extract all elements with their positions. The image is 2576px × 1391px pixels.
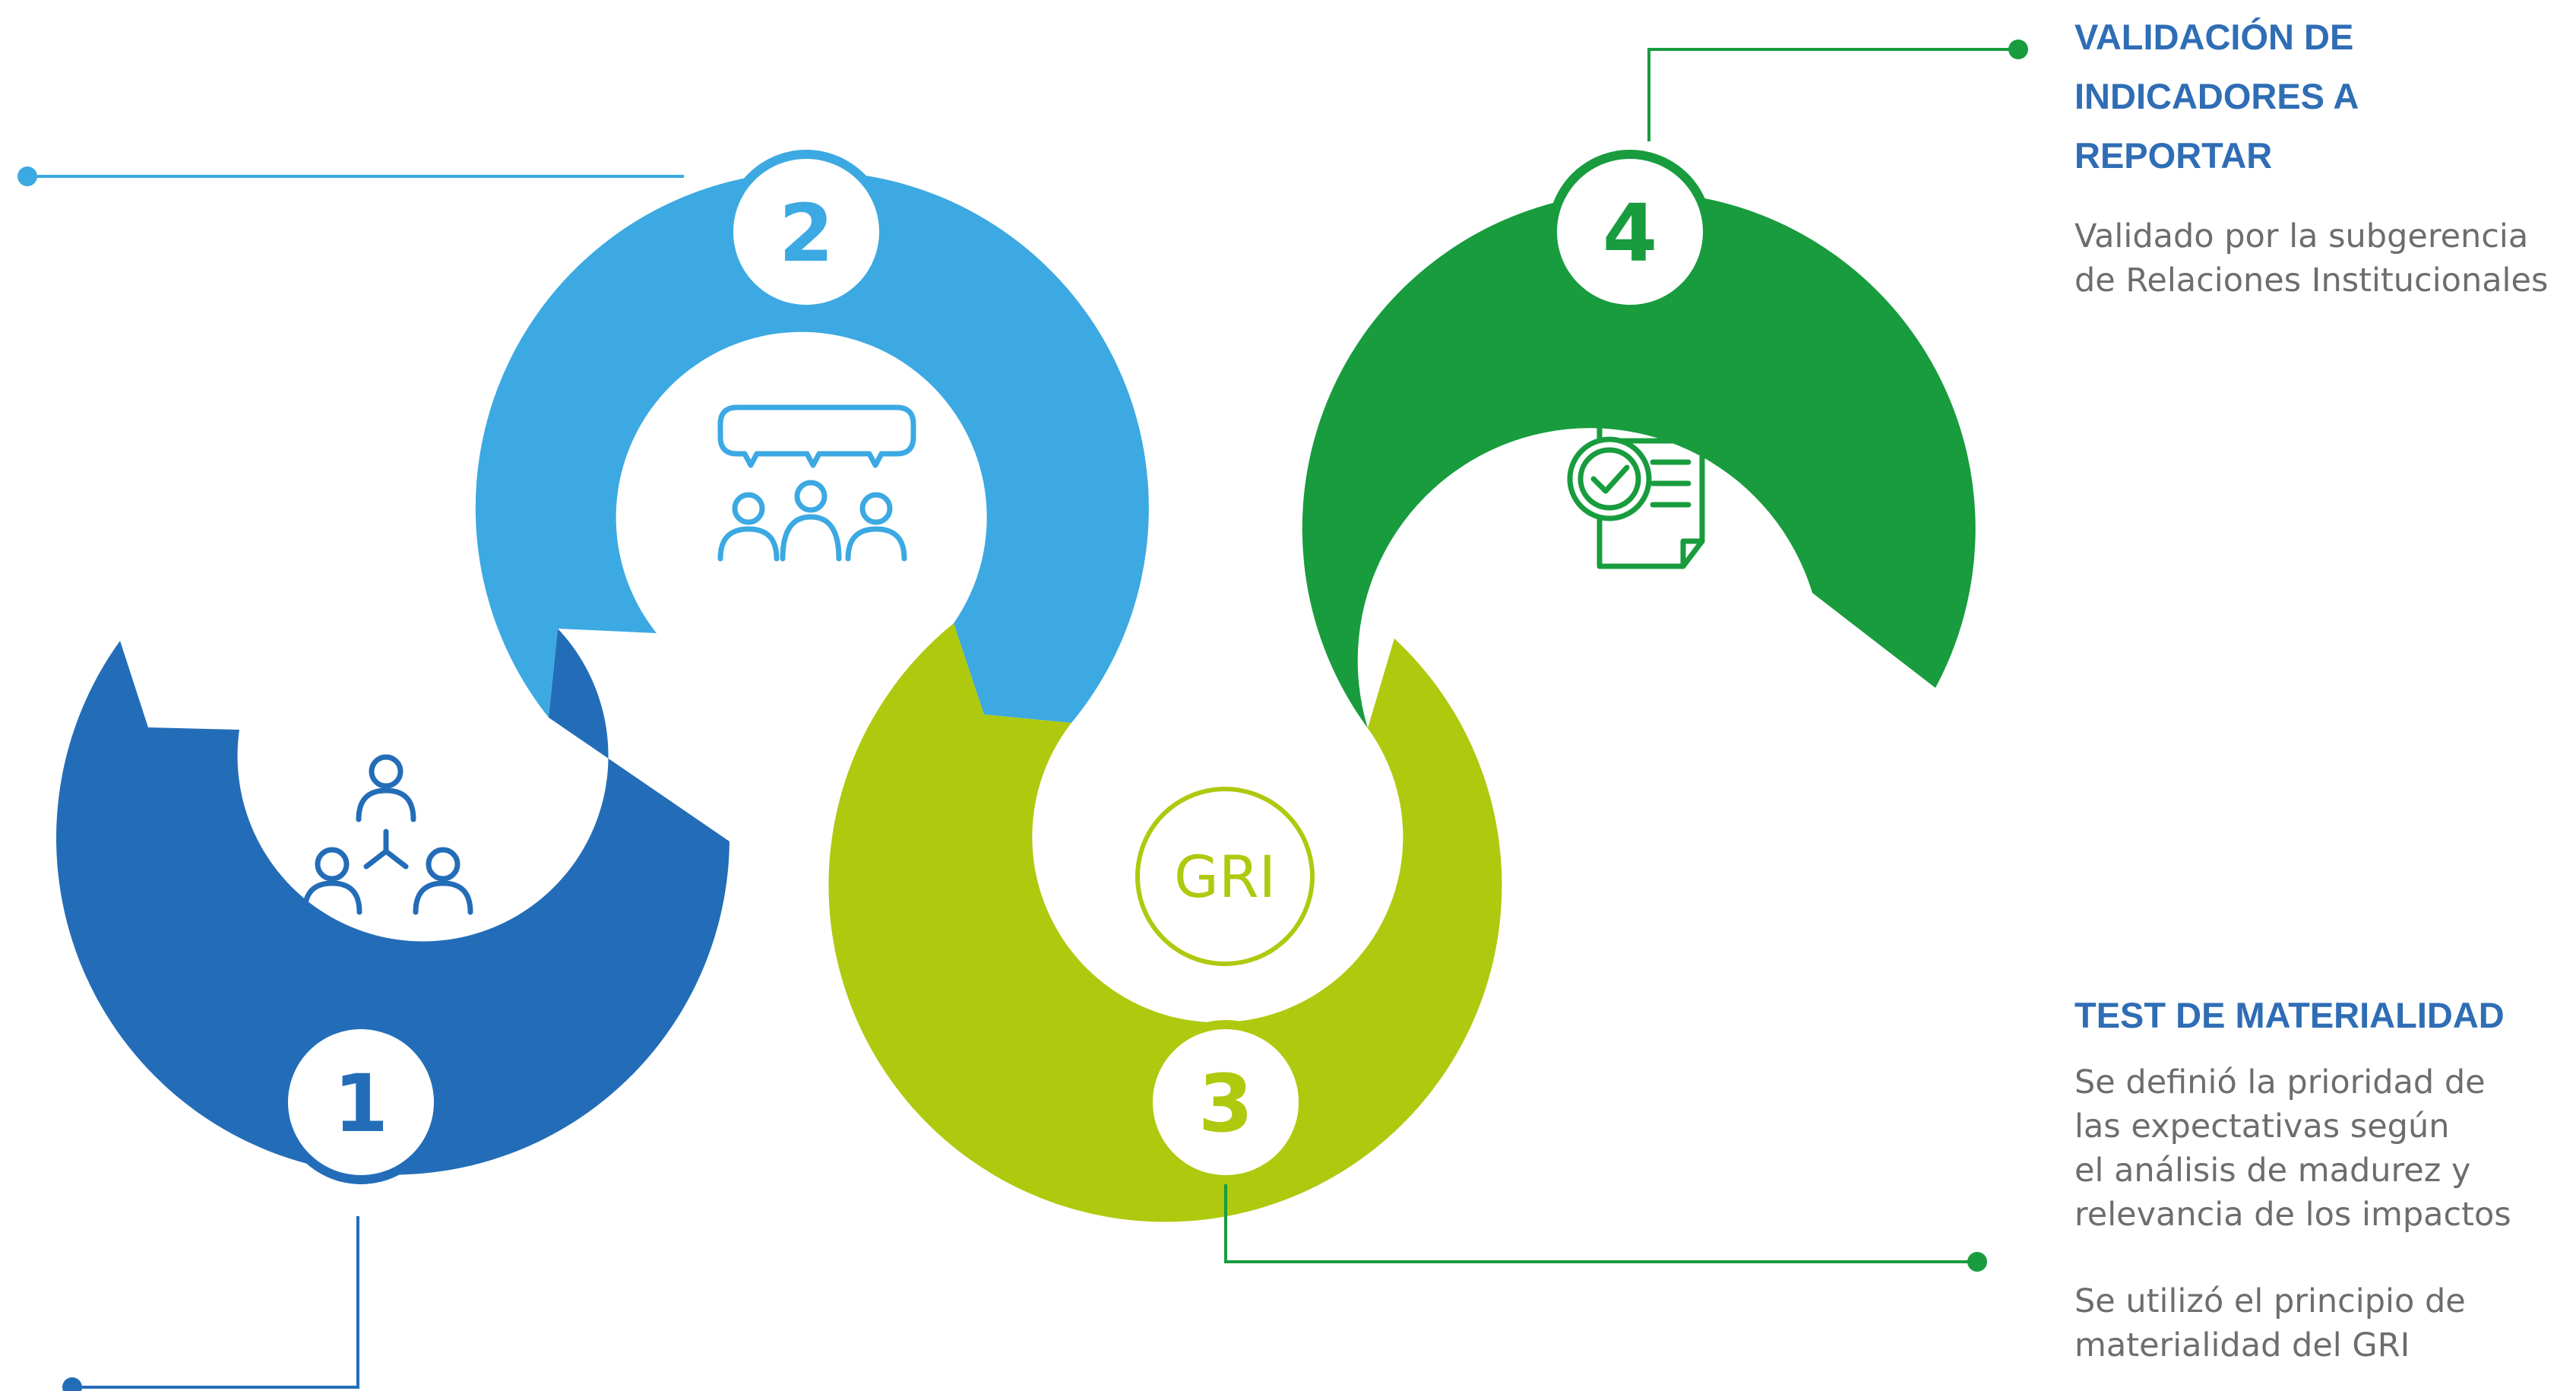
ring-3	[828, 623, 1502, 1222]
gri-badge-icon: GRI	[1135, 787, 1315, 966]
connector-step3	[1224, 1182, 1987, 1272]
ring-4	[1302, 192, 1976, 728]
badge-4: 4	[1548, 150, 1712, 314]
connector-step1	[62, 1216, 359, 1391]
badge-3-number: 3	[1198, 1057, 1253, 1150]
ring-4-arc	[1302, 192, 1976, 728]
ring-2-arc	[475, 171, 1149, 724]
step4-title-line1: VALIDACIÓN DE	[2074, 17, 2354, 57]
step4-text: VALIDACIÓN DE INDICADORES A REPORTAR Val…	[2074, 8, 2561, 303]
step4-title-line2: INDICADORES A REPORTAR	[2074, 76, 2358, 176]
step3-text: TEST DE MATERIALIDAD Se definió la prior…	[2074, 986, 2561, 1367]
ring-3-arc	[828, 623, 1502, 1222]
connector-step2	[17, 166, 684, 186]
step3-p2-line1: Se utilizó el principio de	[2074, 1282, 2466, 1320]
badge-4-number: 4	[1603, 187, 1657, 280]
step3-title: TEST DE MATERIALIDAD	[2074, 995, 2505, 1035]
badge-2-number: 2	[779, 187, 834, 280]
gri-label: GRI	[1174, 843, 1276, 911]
ring-1	[56, 629, 729, 1175]
people-network-icon	[302, 754, 473, 915]
step3-p1-line4: relevancia de los impactos	[2074, 1196, 2511, 1234]
step3-p1-line2: las expectativas según	[2074, 1107, 2450, 1145]
group-discussion-icon	[717, 404, 916, 562]
step3-p2-line2: materialidad del GRI	[2074, 1326, 2410, 1364]
ring-1-arc	[56, 629, 729, 1175]
badge-1: 1	[279, 1020, 443, 1184]
ring-3-right-arc	[1341, 638, 1494, 1133]
step3-p1-line3: el análisis de madurez y	[2074, 1152, 2471, 1190]
connector-step4	[1647, 40, 2028, 141]
step4-desc-line1: Validado por la subgerencia	[2074, 217, 2529, 255]
ring-2	[475, 171, 1149, 724]
checklist-document-icon	[1567, 411, 1705, 569]
badge-3: 3	[1144, 1020, 1308, 1184]
badge-2: 2	[724, 150, 888, 314]
step3-p1-line1: Se definió la prioridad de	[2074, 1063, 2486, 1101]
badge-1-number: 1	[334, 1057, 388, 1150]
step4-desc-line2: de Relaciones Institucionales	[2074, 261, 2549, 299]
